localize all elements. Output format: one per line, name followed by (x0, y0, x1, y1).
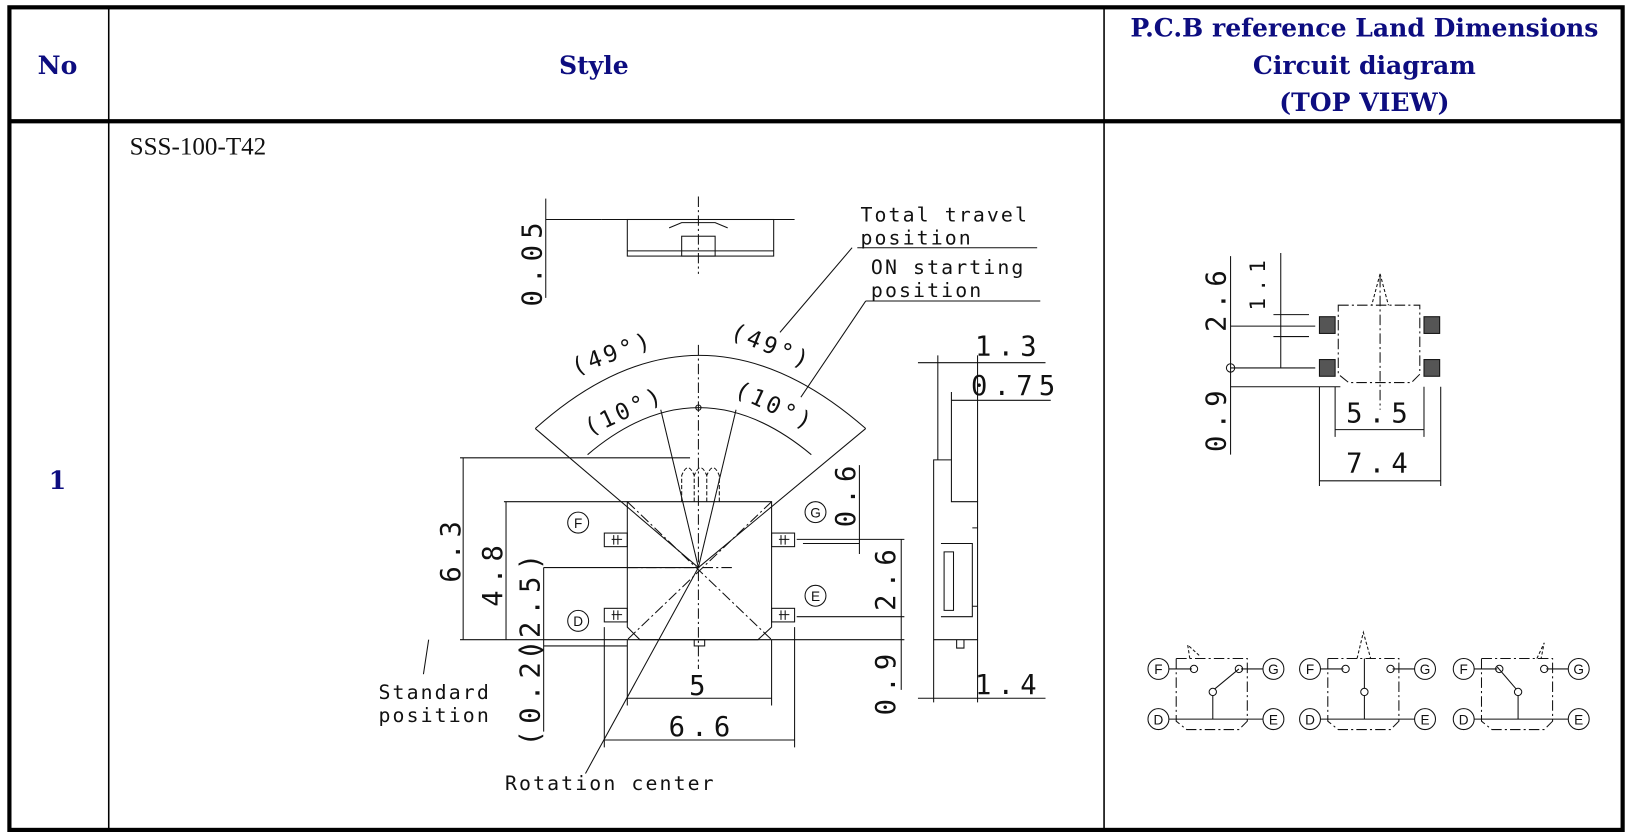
land-dim-5-5: 5.5 (1346, 398, 1414, 429)
dim-6-3: 6.3 (436, 515, 467, 583)
terminal-label: D (1154, 712, 1164, 727)
land-dim-7-4: 7.4 (1346, 448, 1414, 479)
circuit-diagram-left: F G D E (1147, 643, 1285, 731)
terminal-f-label: F (574, 516, 582, 531)
terminal-d-label: D (573, 614, 583, 629)
note-rotation-center: Rotation center (505, 772, 716, 795)
terminal-label: E (1269, 712, 1278, 727)
dim-0-75: 0.75 (971, 371, 1062, 402)
terminal-label: F (1306, 662, 1314, 677)
model-name: SSS-100-T42 (130, 134, 267, 161)
header-style: Style (559, 50, 629, 80)
side-view-top (545, 196, 795, 298)
note-standard-1: Standard (378, 681, 490, 704)
terminal-g-label: G (810, 505, 821, 520)
side-view-right (917, 355, 1051, 703)
dim-0-6: 0.6 (831, 459, 862, 527)
note-total-travel-2: position (860, 227, 972, 250)
terminal-label: F (1154, 662, 1162, 677)
dim-4-8: 4.8 (478, 539, 509, 607)
angle-10-left: (10°) (580, 382, 668, 441)
dim-1-4: 1.4 (975, 670, 1043, 701)
angle-49-right: (49°) (727, 319, 815, 375)
note-on-start-1: ON starting (871, 256, 1026, 279)
actuator-icon (1356, 630, 1372, 659)
actuator-icon (1536, 642, 1545, 659)
travel-arc (534, 355, 867, 429)
note-on-start-2: position (871, 279, 983, 302)
dim-5: 5 (689, 671, 712, 702)
header-pcb-line1: P.C.B reference Land Dimensions (1130, 13, 1598, 43)
switch-lever (1214, 668, 1240, 690)
header-pcb-line3: (TOP VIEW) (1279, 87, 1449, 117)
land-pattern (1225, 252, 1442, 487)
terminals (603, 532, 796, 623)
terminal-label: F (1460, 662, 1468, 677)
terminal-label: E (1574, 712, 1583, 727)
terminal-e-label: E (811, 589, 820, 604)
dim-2-6: 2.6 (871, 543, 902, 611)
terminal-label: D (1305, 712, 1315, 727)
circuit-diagrams: F G D E F G D E F G D E (1147, 630, 1590, 731)
land-dim-0-9: 0.9 (1201, 384, 1232, 452)
header-pcb-line2: Circuit diagram (1253, 50, 1476, 80)
circuit-diagram-neutral: F G D E (1299, 630, 1437, 731)
angle-49-left: (49°) (568, 327, 657, 380)
dim-0-05: 0.05 (518, 216, 549, 306)
dim-6-6: 6.6 (669, 712, 737, 743)
terminal-label: G (1268, 662, 1279, 677)
actuator-lever (681, 467, 720, 502)
dim-2-5: (2.5) (515, 548, 546, 661)
terminal-label: E (1421, 712, 1430, 727)
land-dim-2-6: 2.6 (1201, 264, 1232, 332)
terminal-label: G (1573, 662, 1584, 677)
switch-lever (1496, 666, 1517, 690)
note-total-travel-1: Total travel (860, 204, 1029, 227)
row-number: 1 (49, 465, 66, 495)
table-grid (7, 5, 1625, 832)
dim-0-2: (0.2) (515, 633, 546, 746)
header-no: No (38, 50, 78, 80)
actuator-icon (1186, 643, 1201, 659)
terminal-label: G (1420, 662, 1431, 677)
note-standard-2: position (378, 704, 490, 727)
on-arc (587, 407, 812, 456)
land-dim-1-1: 1.1 (1246, 254, 1270, 311)
switch-drawing: 0.05 (49°) (49°) (10°) (10°) F D (378, 196, 1062, 795)
dim-0-9: 0.9 (871, 648, 902, 716)
dim-1-3: 1.3 (975, 331, 1043, 362)
circuit-diagram-right: F G D E (1452, 642, 1590, 731)
terminal-label: D (1459, 712, 1469, 727)
